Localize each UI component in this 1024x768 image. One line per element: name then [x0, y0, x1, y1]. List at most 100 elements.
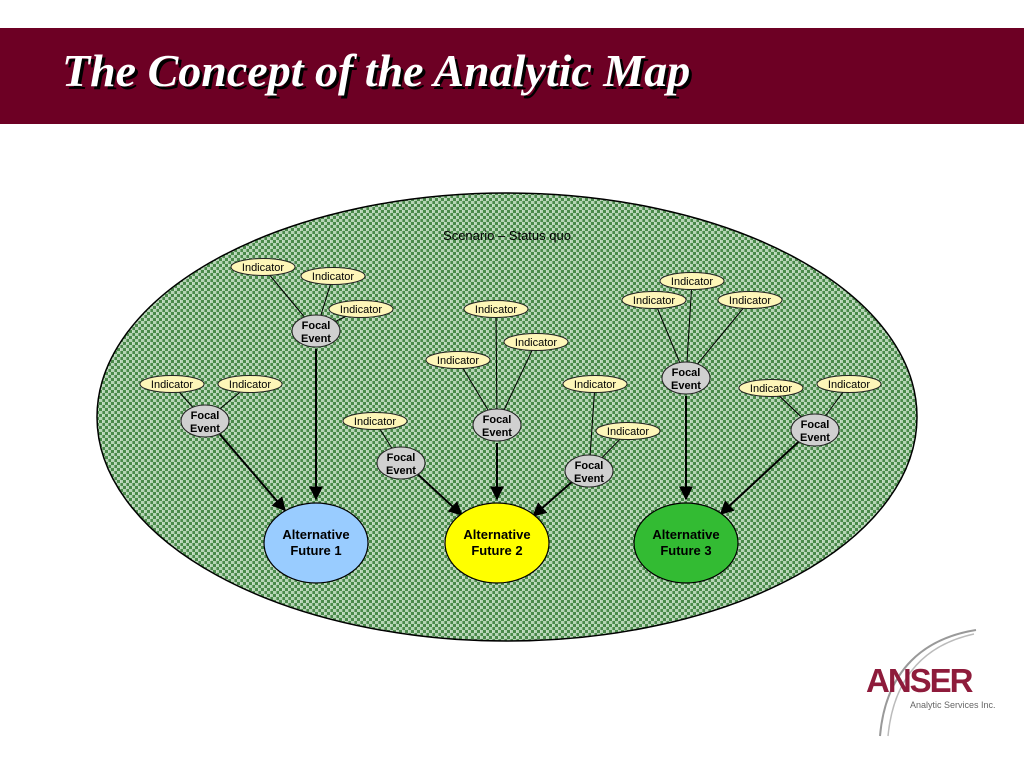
indicator-node: Indicator — [300, 267, 366, 285]
indicator-label: Indicator — [151, 379, 194, 391]
focal-event-label-line1: Focal — [483, 414, 512, 426]
indicator-oval — [621, 291, 687, 309]
indicator-node: Indicator — [342, 412, 408, 430]
alternative-future-label-line1: Alternative — [652, 527, 719, 542]
alternative-future-label-line1: Alternative — [282, 527, 349, 542]
focal-event-label-line1: Focal — [302, 320, 331, 332]
indicator-label: Indicator — [515, 337, 558, 349]
focal-event-label-line2: Event — [190, 423, 220, 435]
indicator-label: Indicator — [633, 295, 676, 307]
indicator-node: Indicator — [217, 375, 283, 393]
alternative-future-label-line2: Future 2 — [471, 543, 522, 558]
title-bar — [0, 28, 1024, 124]
indicator-oval — [463, 300, 529, 318]
focal-event-label-line2: Event — [574, 473, 604, 485]
indicator-node: Indicator — [139, 375, 205, 393]
indicator-label: Indicator — [312, 271, 355, 283]
focal-event-oval — [291, 314, 341, 348]
alternative-future-label-line2: Future 1 — [290, 543, 341, 558]
focal-event-label-line1: Focal — [801, 419, 830, 431]
alternative-future-label-line2: Future 3 — [660, 543, 711, 558]
focal-event-oval — [376, 446, 426, 480]
indicator-label: Indicator — [574, 379, 617, 391]
indicator-node: Indicator — [230, 258, 296, 276]
anser-logo: ANSER Analytic Services Inc. — [866, 628, 996, 740]
indicator-link-line — [495, 308, 498, 426]
focal-event-label-line2: Event — [301, 333, 331, 345]
indicator-oval — [562, 375, 628, 393]
focal-event-label-line1: Focal — [191, 410, 220, 422]
focal-event-label-line1: Focal — [387, 452, 416, 464]
indicator-node: Indicator — [717, 291, 783, 309]
indicator-node: Indicator — [503, 333, 569, 351]
logo-subtitle: Analytic Services Inc. — [910, 700, 996, 710]
focal-event-oval — [472, 408, 522, 442]
indicator-node: Indicator — [328, 300, 394, 318]
indicator-oval — [738, 379, 804, 397]
focal-event-oval — [661, 361, 711, 395]
focal-event-label-line1: Focal — [672, 367, 701, 379]
indicator-label: Indicator — [475, 304, 518, 316]
indicator-node: Indicator — [595, 422, 661, 440]
indicator-oval — [425, 351, 491, 369]
scenario-label: Scenario – Status quo — [443, 228, 571, 243]
future-arrow — [417, 473, 463, 516]
indicator-oval — [503, 333, 569, 351]
slide-title: The Concept of the Analytic Map — [62, 45, 691, 96]
logo-swoosh-icon — [879, 629, 977, 737]
indicator-label: Indicator — [229, 379, 272, 391]
focal-event-label-line2: Event — [671, 380, 701, 392]
indicator-node: Indicator — [816, 375, 882, 393]
indicator-label: Indicator — [828, 379, 871, 391]
indicator-label: Indicator — [354, 416, 397, 428]
indicator-oval — [659, 272, 725, 290]
indicator-node: Indicator — [738, 379, 804, 397]
indicator-label: Indicator — [729, 295, 772, 307]
indicator-node: Indicator — [463, 300, 529, 318]
focal-event-oval — [790, 413, 840, 447]
future-arrow — [719, 441, 800, 515]
indicator-oval — [342, 412, 408, 430]
indicator-oval — [717, 291, 783, 309]
indicator-node: Indicator — [562, 375, 628, 393]
future-arrow — [219, 433, 286, 512]
focal-event-oval — [564, 454, 614, 488]
indicator-oval — [139, 375, 205, 393]
indicator-oval — [816, 375, 882, 393]
indicator-node: Indicator — [425, 351, 491, 369]
indicator-label: Indicator — [750, 383, 793, 395]
focal-event-oval — [180, 404, 230, 438]
indicator-node: Indicator — [659, 272, 725, 290]
indicator-label: Indicator — [437, 355, 480, 367]
alternative-future-label-line1: Alternative — [463, 527, 530, 542]
indicator-oval — [217, 375, 283, 393]
focal-event-label-line1: Focal — [575, 460, 604, 472]
indicator-label: Indicator — [671, 276, 714, 288]
alternative-future-circle — [633, 502, 739, 584]
focal-event-label-line2: Event — [482, 427, 512, 439]
logo-wordmark: ANSER — [866, 662, 974, 699]
indicator-label: Indicator — [340, 304, 383, 316]
alternative-future-circle — [263, 502, 369, 584]
indicator-oval — [300, 267, 366, 285]
alternative-future-circle — [444, 502, 550, 584]
indicator-oval — [595, 422, 661, 440]
focal-event-label-line2: Event — [386, 465, 416, 477]
indicator-label: Indicator — [242, 262, 285, 274]
indicator-oval — [230, 258, 296, 276]
indicator-oval — [328, 300, 394, 318]
indicator-label: Indicator — [607, 426, 650, 438]
focal-event-label-line2: Event — [800, 432, 830, 444]
future-arrow — [532, 481, 573, 517]
